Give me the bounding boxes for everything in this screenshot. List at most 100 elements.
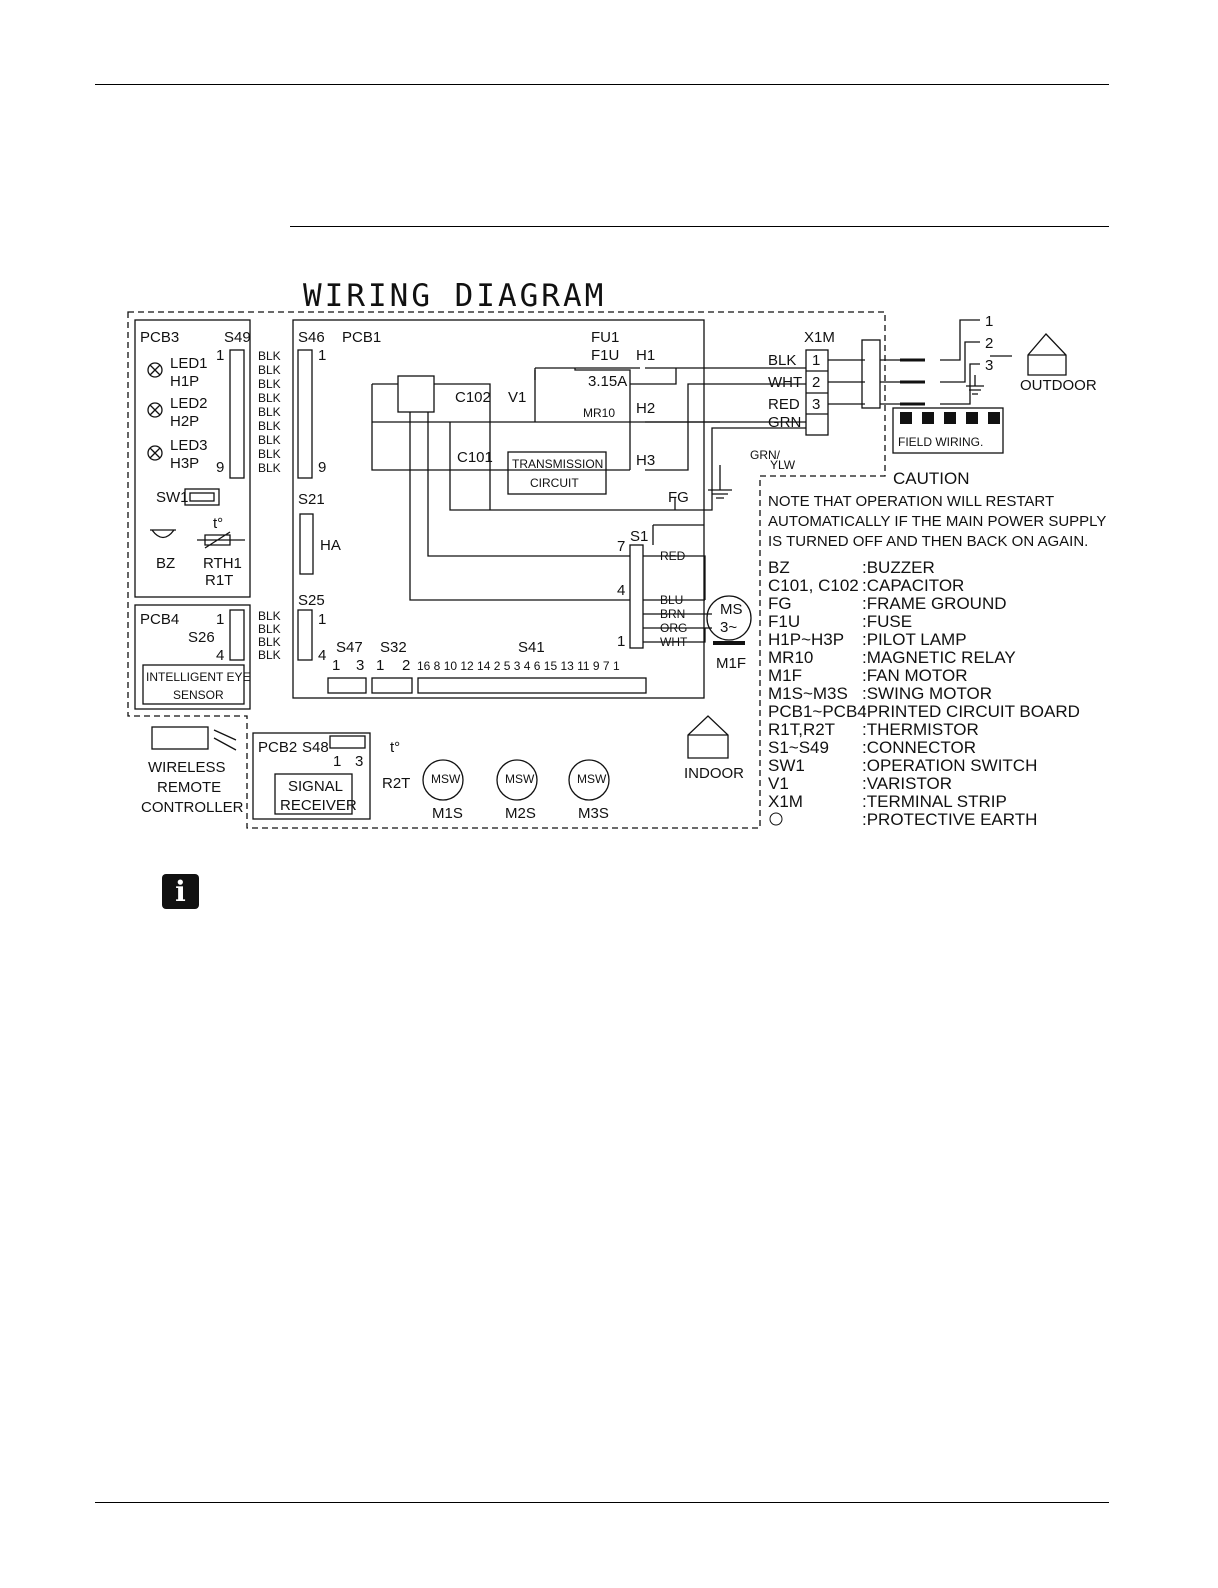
pcb3-label: PCB3	[140, 329, 179, 346]
legend-desc: :CONNECTOR	[862, 738, 976, 757]
wire-blk-3: BLK	[258, 377, 281, 391]
legend-code: MR10	[768, 648, 813, 667]
s1-pin4: 4	[617, 582, 625, 599]
x1m-pin1: 1	[812, 352, 820, 369]
legend-code: BZ	[768, 558, 790, 577]
pcb2-label: PCB2	[258, 739, 297, 756]
h3p-label: H3P	[170, 455, 199, 472]
legend-desc: :CAPACITOR	[862, 576, 964, 595]
wireless-line1: WIRELESS	[148, 759, 226, 776]
f1u-label: F1U	[591, 347, 619, 364]
s1-label: S1	[630, 528, 648, 545]
s26-pin1: 1	[216, 611, 224, 628]
wire-wht-x1m: WHT	[768, 374, 802, 391]
legend-code: M1F	[768, 666, 802, 685]
s48-label: S48	[302, 739, 329, 756]
s1-pin1: 1	[617, 633, 625, 650]
v1-label: V1	[508, 389, 526, 406]
caution-line1: NOTE THAT OPERATION WILL RESTART	[768, 493, 1054, 510]
legend-code: PCB1~PCB4	[768, 702, 867, 721]
legend-desc: :SWING MOTOR	[862, 684, 992, 703]
eye-sensor-line2: SENSOR	[173, 688, 224, 702]
s47-pin1: 1	[332, 657, 340, 674]
legend-code: X1M	[768, 792, 803, 811]
transmission-line1: TRANSMISSION	[512, 457, 603, 471]
s1-wire-org: ORG	[660, 621, 687, 635]
led2-label: LED2	[170, 395, 208, 412]
led1-label: LED1	[170, 355, 208, 372]
caution-heading: CAUTION	[893, 469, 970, 488]
s49-pin1: 1	[216, 347, 224, 364]
x1m-pin2: 2	[812, 374, 820, 391]
indoor-label: INDOOR	[684, 765, 744, 782]
wire-blk-9: BLK	[258, 461, 281, 475]
protective-earth-icon	[769, 812, 783, 826]
wireless-line3: CONTROLLER	[141, 799, 244, 816]
legend-code: SW1	[768, 756, 805, 775]
wire-blk-s25-2: BLK	[258, 622, 281, 636]
ms-label: MS	[720, 601, 743, 618]
wireless-line2: REMOTE	[157, 779, 221, 796]
wire-grn-x1m: GRN	[768, 414, 801, 431]
fg-label: FG	[668, 489, 689, 506]
h1-label: H1	[636, 347, 655, 364]
diagram-title: WIRING DIAGRAM	[303, 278, 607, 314]
legend-desc: :OPERATION SWITCH	[862, 756, 1037, 775]
bz-label: BZ	[156, 555, 175, 572]
outdoor-pin3: 3	[985, 357, 993, 374]
transmission-line2: CIRCUIT	[530, 476, 579, 490]
top-rule	[95, 84, 1109, 85]
r2t-label: R2T	[382, 775, 410, 792]
legend-code: C101, C102	[768, 576, 859, 595]
s32-pin1: 1	[376, 657, 384, 674]
ha-label: HA	[320, 537, 341, 554]
wire-blk-s25-4: BLK	[258, 648, 281, 662]
legend-desc: :FAN MOTOR	[862, 666, 967, 685]
m2s-label: M2S	[505, 805, 536, 822]
legend-desc: :VARISTOR	[862, 774, 952, 793]
s47-label: S47	[336, 639, 363, 656]
s26-pin4: 4	[216, 647, 224, 664]
legend-desc: :BUZZER	[862, 558, 935, 577]
msw1-label: MSW	[431, 772, 461, 786]
s48-pin3: 3	[355, 753, 363, 770]
wire-blk-5: BLK	[258, 405, 281, 419]
s1-wire-red: RED	[660, 549, 686, 563]
s32-label: S32	[380, 639, 407, 656]
signal-line1: SIGNAL	[288, 778, 343, 795]
h3-label: H3	[636, 452, 655, 469]
grn-ylw-line1: GRN/	[750, 448, 781, 462]
legend-code: V1	[768, 774, 789, 793]
fuse-rating: 3.15A	[588, 373, 627, 390]
s25-pin1: 1	[318, 611, 326, 628]
outdoor-pin2: 2	[985, 335, 993, 352]
sw1-label: SW1	[156, 489, 189, 506]
legend-code: F1U	[768, 612, 800, 631]
legend-desc: :THERMISTOR	[862, 720, 979, 739]
wire-blk-7: BLK	[258, 433, 281, 447]
x1m-label: X1M	[804, 329, 835, 346]
field-wiring-label: FIELD WIRING.	[898, 435, 983, 449]
wire-blk-8: BLK	[258, 447, 281, 461]
s46-pin1: 1	[318, 347, 326, 364]
h2p-label: H2P	[170, 413, 199, 430]
rth1-label: RTH1	[203, 555, 242, 572]
s1-pin7: 7	[617, 538, 625, 555]
wire-blk-6: BLK	[258, 419, 281, 433]
legend-code: H1P~H3P	[768, 630, 844, 649]
signal-line2: RECEIVER	[280, 797, 357, 814]
section-rule	[290, 226, 1109, 227]
h2-label: H2	[636, 400, 655, 417]
s21-label: S21	[298, 491, 325, 508]
m1s-label: M1S	[432, 805, 463, 822]
pcb4-label: PCB4	[140, 611, 179, 628]
legend-code: FG	[768, 594, 792, 613]
s46-label: S46	[298, 329, 325, 346]
s49-label: S49	[224, 329, 251, 346]
led3-label: LED3	[170, 437, 208, 454]
s32-pin2: 2	[402, 657, 410, 674]
wire-red-x1m: RED	[768, 396, 800, 413]
wire-blk-x1m: BLK	[768, 352, 796, 369]
grn-ylw-line2: YLW	[770, 458, 796, 472]
wire-blk-1: BLK	[258, 349, 281, 363]
